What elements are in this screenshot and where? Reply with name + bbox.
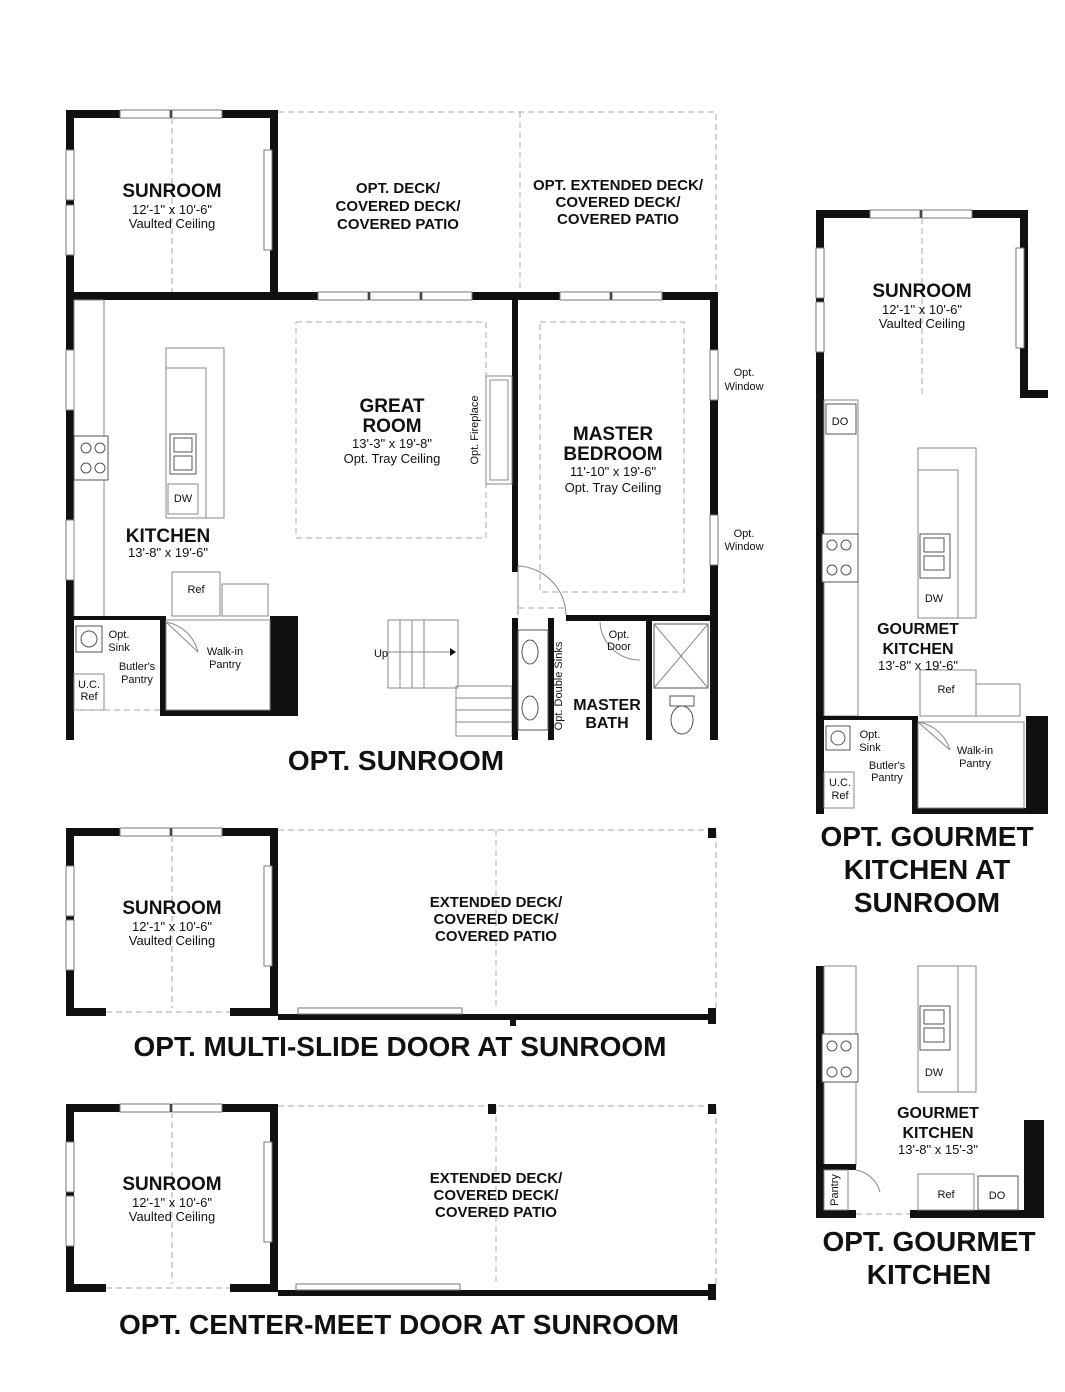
gk-dw-label: DW — [925, 1067, 944, 1079]
main-plan-labels: SUNROOM 12'-1" x 10'-6" Vaulted Ceiling … — [78, 177, 764, 776]
center-meet-labels: SUNROOM 12'-1" x 10'-6" Vaulted Ceiling … — [119, 1170, 679, 1340]
opt-deck-line3: COVERED PATIO — [337, 216, 459, 233]
gs-uc-1: U.C. — [829, 777, 851, 789]
opt-deck-line1: OPT. DECK/ — [356, 180, 441, 197]
butlers-pantry-1: Butler's — [119, 661, 156, 673]
opt-door-2: Door — [607, 641, 631, 653]
gs-butlers-2: Pantry — [871, 772, 903, 784]
opt-sink-2: Sink — [108, 642, 130, 654]
great-room-label2: ROOM — [362, 416, 421, 437]
master-bedroom-label1: MASTER — [573, 424, 654, 445]
ms-sunroom-label: SUNROOM — [122, 898, 221, 919]
gk-kitchen-2: KITCHEN — [902, 1125, 973, 1142]
master-bedroom-dim: 11'-10" x 19'-6" — [570, 464, 657, 479]
master-bath-1: MASTER — [573, 697, 641, 714]
gs-kitchen-1: GOURMET — [877, 621, 959, 638]
great-room-dim: 13'-3" x 19'-8" — [352, 436, 432, 451]
opt-deck-line2: COVERED DECK/ — [335, 198, 461, 215]
ms-sunroom-note: Vaulted Ceiling — [129, 933, 215, 948]
opt-window-top-2: Window — [724, 381, 763, 393]
gk-caption-2: KITCHEN — [867, 1259, 991, 1290]
dw-label: DW — [174, 493, 193, 505]
sunroom-note: Vaulted Ceiling — [129, 216, 215, 231]
opt-double-sinks-label: Opt. Double Sinks — [553, 641, 565, 730]
gs-dw-label: DW — [925, 593, 944, 605]
kitchen-dim: 13'-8" x 19'-6" — [128, 545, 208, 560]
gourmet-sunroom-labels: SUNROOM 12'-1" x 10'-6" Vaulted Ceiling … — [820, 281, 1033, 918]
gk-kitchen-1: GOURMET — [897, 1105, 979, 1122]
multi-slide-plan — [65, 827, 717, 1026]
walkin-pantry-2: Pantry — [209, 659, 241, 671]
great-room-note: Opt. Tray Ceiling — [344, 451, 441, 466]
ref-label: Ref — [187, 584, 205, 596]
great-room-label1: GREAT — [359, 396, 424, 417]
gs-uc-2: Ref — [831, 790, 849, 802]
opt-window-bottom-1: Opt. — [734, 528, 755, 540]
gk-pantry-label: Pantry — [829, 1174, 841, 1206]
ms-deck-2: COVERED DECK/ — [433, 911, 559, 928]
opt-ext-deck-line1: OPT. EXTENDED DECK/ — [533, 177, 704, 194]
master-bedroom-note: Opt. Tray Ceiling — [565, 480, 662, 495]
walkin-pantry-1: Walk-in — [207, 646, 243, 658]
ms-deck-1: EXTENDED DECK/ — [430, 894, 563, 911]
gourmet-labels: DW GOURMET KITCHEN 13'-8" x 15'-3" Pantr… — [822, 1067, 1035, 1290]
gs-sunroom-note: Vaulted Ceiling — [879, 316, 965, 331]
opt-window-top-1: Opt. — [734, 367, 755, 379]
gourmet-sunroom-plan — [815, 209, 1048, 814]
gk-caption-1: OPT. GOURMET — [822, 1226, 1035, 1257]
opt-door-1: Opt. — [609, 629, 630, 641]
cm-deck-2: COVERED DECK/ — [433, 1187, 559, 1204]
butlers-pantry-2: Pantry — [121, 674, 153, 686]
opt-ext-deck-line3: COVERED PATIO — [557, 211, 679, 228]
gs-sunroom-dim: 12'-1" x 10'-6" — [882, 302, 962, 317]
gs-caption-2: KITCHEN AT — [844, 854, 1010, 885]
sunroom-dim: 12'-1" x 10'-6" — [132, 202, 212, 217]
opt-window-bottom-2: Window — [724, 541, 763, 553]
main-plan — [65, 109, 719, 740]
gourmet-plan — [816, 965, 1044, 1218]
opt-sink-1: Opt. — [109, 629, 130, 641]
sunroom-label: SUNROOM — [122, 181, 221, 202]
gk-do-label: DO — [989, 1190, 1006, 1202]
opt-ext-deck-line2: COVERED DECK/ — [555, 194, 681, 211]
stairs-up-label: Up — [374, 648, 388, 660]
uc-ref-2: Ref — [80, 691, 98, 703]
cm-sunroom-dim: 12'-1" x 10'-6" — [132, 1195, 212, 1210]
center-meet-plan — [65, 1103, 717, 1300]
gs-sunroom-label: SUNROOM — [872, 281, 971, 302]
gs-kitchen-dim: 13'-8" x 19'-6" — [878, 658, 958, 673]
gk-dim: 13'-8" x 15'-3" — [898, 1142, 978, 1157]
gs-caption-3: SUNROOM — [854, 887, 1000, 918]
cm-deck-1: EXTENDED DECK/ — [430, 1170, 563, 1187]
multi-slide-labels: SUNROOM 12'-1" x 10'-6" Vaulted Ceiling … — [122, 894, 666, 1062]
cm-deck-3: COVERED PATIO — [435, 1204, 557, 1221]
uc-ref-1: U.C. — [78, 679, 100, 691]
gs-butlers-1: Butler's — [869, 760, 906, 772]
gs-ref-label: Ref — [937, 684, 955, 696]
ms-sunroom-dim: 12'-1" x 10'-6" — [132, 919, 212, 934]
master-bedroom-label2: BEDROOM — [563, 444, 662, 465]
cm-sunroom-note: Vaulted Ceiling — [129, 1209, 215, 1224]
gs-caption-1: OPT. GOURMET — [820, 821, 1033, 852]
gs-opt-sink-1: Opt. — [860, 729, 881, 741]
gs-kitchen-2: KITCHEN — [882, 641, 953, 658]
cm-sunroom-label: SUNROOM — [122, 1174, 221, 1195]
gs-walkin-2: Pantry — [959, 758, 991, 770]
gk-ref-label: Ref — [937, 1189, 955, 1201]
cm-caption: OPT. CENTER-MEET DOOR AT SUNROOM — [119, 1309, 679, 1340]
master-bath-2: BATH — [585, 715, 628, 732]
kitchen-label: KITCHEN — [126, 526, 210, 547]
gs-walkin-1: Walk-in — [957, 745, 993, 757]
caption-opt-sunroom: OPT. SUNROOM — [288, 745, 504, 776]
gs-do-label: DO — [832, 416, 849, 428]
ms-caption: OPT. MULTI-SLIDE DOOR AT SUNROOM — [133, 1031, 666, 1062]
ms-deck-3: COVERED PATIO — [435, 928, 557, 945]
gs-opt-sink-2: Sink — [859, 742, 881, 754]
opt-fireplace-label: Opt. Fireplace — [469, 395, 481, 464]
